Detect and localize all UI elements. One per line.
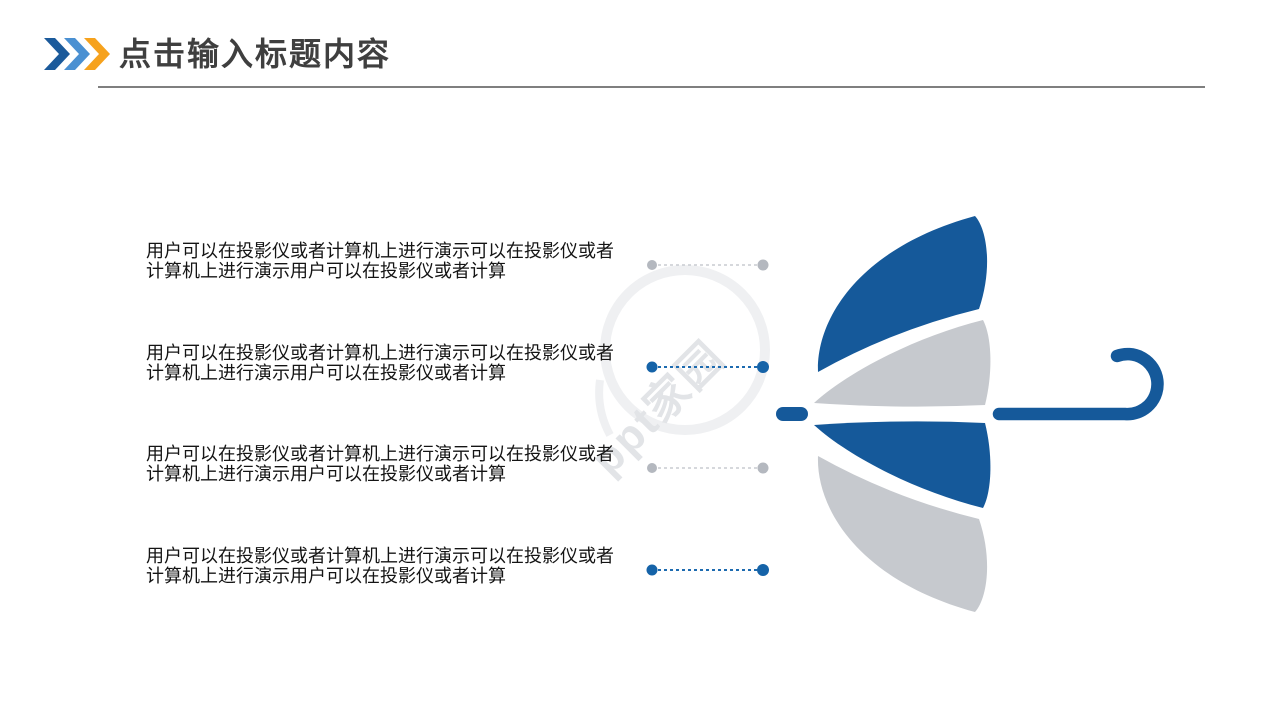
umbrella-panel-4	[817, 456, 988, 612]
body-text-3-line-2: 计算机上进行演示用户可以在投影仪或者计算	[146, 464, 506, 484]
connector-4	[646, 564, 769, 576]
title-divider	[98, 86, 1205, 88]
body-text-2-line-2: 计算机上进行演示用户可以在投影仪或者计算	[146, 363, 506, 383]
chevron-1-icon	[44, 38, 70, 70]
body-text-1[interactable]: 用户可以在投影仪或者计算机上进行演示可以在投影仪或者 计算机上进行演示用户可以在…	[146, 241, 651, 281]
connector-1	[647, 259, 769, 271]
umbrella-panel-3	[814, 421, 991, 508]
chevron-3-icon	[84, 38, 110, 70]
umbrella-panel-2	[814, 320, 991, 407]
body-text-3-line-1: 用户可以在投影仪或者计算机上进行演示可以在投影仪或者	[146, 444, 614, 464]
connector-3-left-dot	[647, 463, 657, 473]
body-text-4-line-1: 用户可以在投影仪或者计算机上进行演示可以在投影仪或者	[146, 546, 614, 566]
connector-2-left-dot	[646, 361, 658, 373]
connector-3-right-dot	[757, 462, 769, 474]
connector-1-left-dot	[647, 260, 657, 270]
title-chevrons-icon	[44, 38, 110, 70]
slide-title-placeholder[interactable]: 点击输入标题内容	[119, 36, 392, 72]
connector-4-left-dot	[646, 564, 658, 576]
umbrella-shaft-and-hook	[992, 347, 1164, 421]
connector-4-right-dot	[757, 564, 769, 576]
chevron-2-icon	[64, 38, 90, 70]
body-text-4[interactable]: 用户可以在投影仪或者计算机上进行演示可以在投影仪或者 计算机上进行演示用户可以在…	[146, 546, 651, 586]
body-text-3[interactable]: 用户可以在投影仪或者计算机上进行演示可以在投影仪或者 计算机上进行演示用户可以在…	[146, 444, 651, 484]
body-text-4-line-2: 计算机上进行演示用户可以在投影仪或者计算	[146, 566, 506, 586]
body-text-2[interactable]: 用户可以在投影仪或者计算机上进行演示可以在投影仪或者 计算机上进行演示用户可以在…	[146, 343, 651, 383]
connector-2	[646, 361, 769, 373]
connector-1-right-dot	[757, 259, 769, 271]
body-text-1-line-2: 计算机上进行演示用户可以在投影仪或者计算	[146, 261, 506, 281]
umbrella-panel-1	[817, 216, 988, 372]
umbrella-tip	[776, 407, 808, 421]
connector-3	[647, 462, 769, 474]
connector-2-right-dot	[757, 361, 769, 373]
body-text-1-line-1: 用户可以在投影仪或者计算机上进行演示可以在投影仪或者	[146, 241, 614, 261]
body-text-2-line-1: 用户可以在投影仪或者计算机上进行演示可以在投影仪或者	[146, 343, 614, 363]
